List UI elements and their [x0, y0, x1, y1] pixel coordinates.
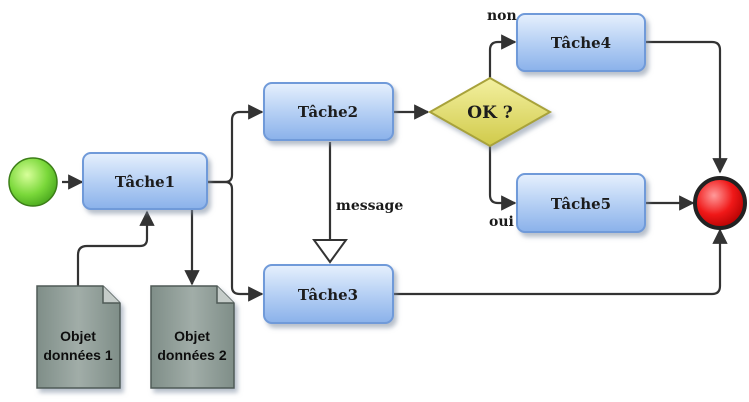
task4-label: Tâche4: [551, 34, 611, 52]
data-object-1-line1: Objet: [60, 328, 96, 344]
data-object-2[interactable]: Objet données 2: [150, 285, 235, 389]
data-object-2-fold: [216, 286, 234, 304]
message-arrowhead: [312, 239, 348, 264]
flow-task3-to-end: [393, 228, 728, 296]
gateway-ok[interactable]: OK ?: [427, 76, 553, 148]
task4-box: [516, 13, 646, 72]
start-event[interactable]: [8, 157, 58, 207]
task5-box: [516, 173, 646, 233]
flow-task1-to-task2: [207, 104, 264, 184]
task5[interactable]: Tâche5: [516, 173, 646, 233]
end-event[interactable]: [693, 176, 747, 230]
flow-gateway-to-task4: [488, 34, 517, 80]
task1-box: [82, 152, 208, 210]
task1[interactable]: Tâche1: [82, 152, 208, 210]
task4[interactable]: Tâche4: [516, 13, 646, 72]
task3-label: Tâche3: [298, 286, 358, 304]
label-non: non: [487, 8, 517, 24]
gateway-diamond: [427, 76, 553, 148]
data-object-1-fold: [102, 286, 120, 304]
task3-box: [263, 264, 394, 324]
data-object-2-line1: Objet: [174, 328, 210, 344]
task2-box: [263, 82, 394, 141]
data-object-1-sheet: [36, 285, 121, 389]
task2[interactable]: Tâche2: [263, 82, 394, 141]
task2-label: Tâche2: [298, 103, 358, 121]
flow-task4-to-end: [645, 40, 728, 174]
task3[interactable]: Tâche3: [263, 264, 394, 324]
flow-task1-to-task3: [207, 180, 264, 302]
flow-data1-to-task1: [76, 210, 155, 288]
data-object-1[interactable]: Objet données 1: [36, 285, 121, 389]
task5-label: Tâche5: [551, 195, 611, 213]
flows: [62, 34, 728, 302]
flow-gateway-to-task5: [488, 145, 517, 211]
data-object-2-sheet: [150, 285, 235, 389]
label-message: message: [336, 198, 403, 214]
data-object-1-line2: données 1: [43, 347, 112, 363]
task1-label: Tâche1: [115, 173, 175, 191]
label-oui: oui: [489, 214, 514, 230]
data-object-2-line2: données 2: [157, 347, 226, 363]
gateway-label: OK ?: [467, 103, 513, 123]
